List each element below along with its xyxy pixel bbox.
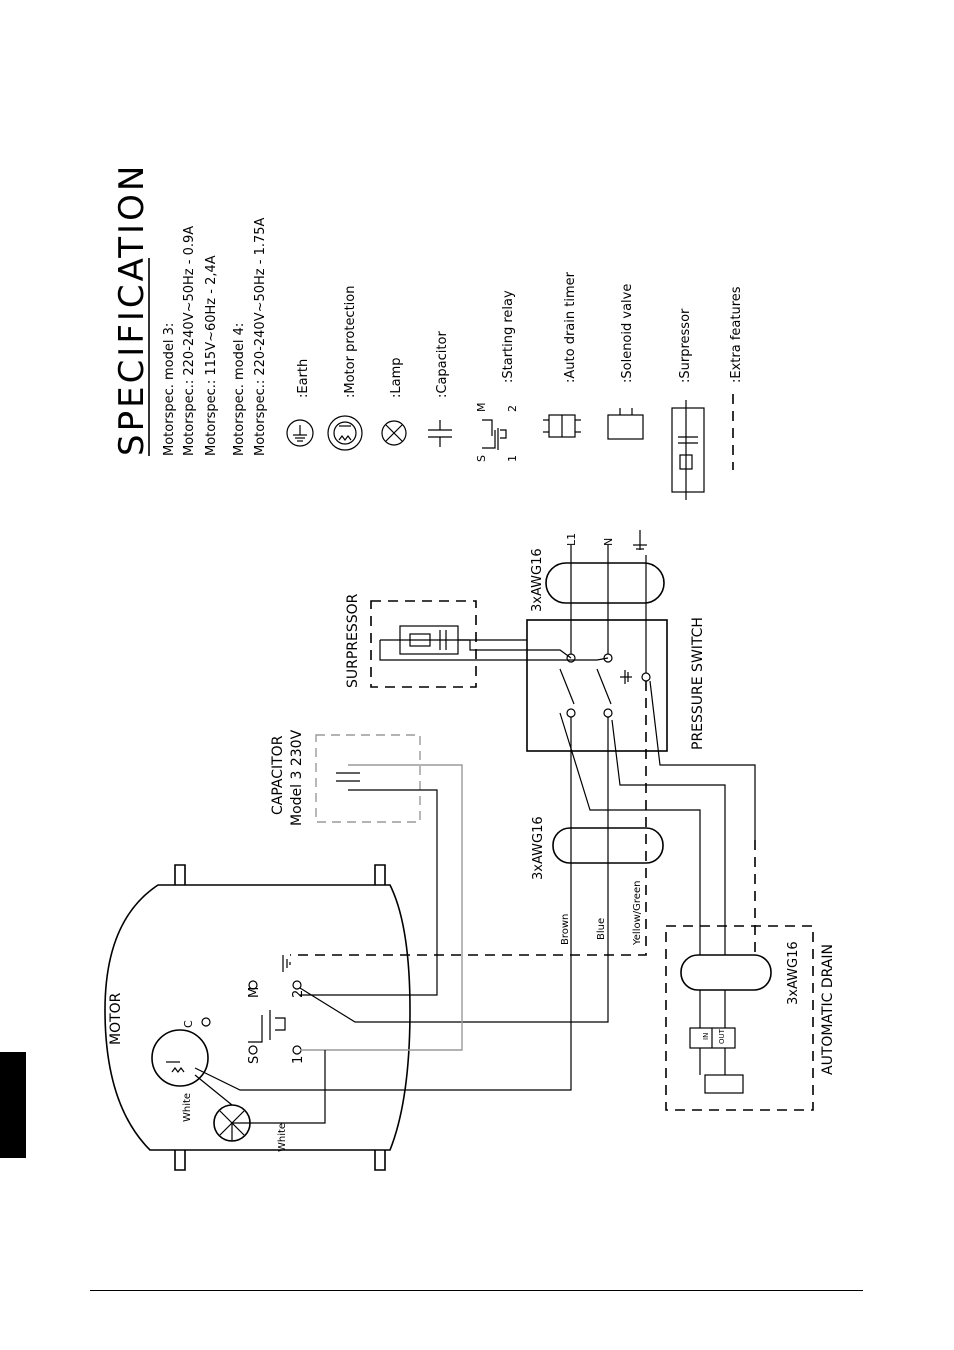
lamp-icon — [381, 420, 407, 446]
capacitor-icon — [428, 420, 452, 447]
capacitor-label: CAPACITOR — [270, 735, 286, 815]
motor-housing — [104, 884, 411, 1151]
solenoid-valve-icon — [607, 408, 644, 440]
motor: MOTOR C White White S M 1 2 — [104, 864, 411, 1171]
svg-text:OUT: OUT — [718, 1028, 726, 1044]
legend-label-solenoid-valve: :Solenoid valve — [620, 284, 635, 383]
drain-cable-label: 3xAWG16 — [786, 941, 801, 1005]
supply-cable: 3xAWG16 L1 N — [530, 530, 665, 673]
legend-label-lamp: :Lamp — [389, 357, 404, 398]
motor-feet — [174, 864, 386, 1171]
motor-earth-icon — [282, 955, 291, 972]
wire-label-brown: Brown — [560, 914, 571, 945]
starting-relay — [248, 980, 302, 1055]
surpressor-icon — [671, 400, 705, 500]
motor-spec-line-3: Motorspec.: 115V~60Hz - 2,4A — [204, 255, 219, 456]
supply-cable-label: 3xAWG16 — [530, 548, 545, 612]
wire-label-yellow-green: Yellow/Green — [632, 881, 643, 946]
svg-text:M: M — [475, 403, 488, 413]
surpressor-label: SURPRESSOR — [345, 593, 361, 688]
motor-protection-icon — [327, 415, 363, 451]
relay-m-label: M — [247, 987, 262, 998]
motor-spec-line-5: Motorspec.: 220-240V~50Hz - 1.75A — [253, 217, 268, 456]
wire-label-white-2: White — [277, 1123, 288, 1152]
legend-label-auto-drain-timer: :Auto drain timer — [563, 271, 578, 383]
specification-title: SPECIFICATION — [112, 163, 152, 456]
earth-icon — [286, 419, 314, 447]
footer-rule — [90, 1290, 863, 1291]
solenoid-valve — [704, 1074, 744, 1094]
legend-label-extra-features: :Extra features — [729, 286, 744, 383]
relay-1-label: 1 — [291, 1056, 306, 1064]
auto-drain-timer: IN OUT — [689, 1027, 736, 1049]
wire-label-blue: Blue — [596, 918, 607, 940]
switch-earth-icon — [620, 670, 632, 684]
supply-l1-label: L1 — [565, 533, 578, 546]
supply-n-label: N — [602, 538, 615, 546]
surpressor-box: SURPRESSOR — [345, 593, 477, 688]
section-tab — [0, 1052, 26, 1158]
svg-text:2: 2 — [506, 405, 519, 412]
legend-label-capacitor: :Capacitor — [435, 331, 450, 398]
starting-relay-icon: S M 1 2 — [475, 403, 519, 463]
relay-2-label: 2 — [291, 990, 306, 998]
wiring — [194, 639, 756, 1141]
svg-text:IN: IN — [702, 1033, 710, 1040]
pressure-switch-label: PRESSURE SWITCH — [690, 617, 706, 750]
capacitor-box: CAPACITOR Model 3 230V — [270, 729, 421, 826]
capacitor-model-label: Model 3 230V — [289, 729, 305, 826]
motor-spec-line-4: Motorspec. model 4: — [232, 323, 247, 456]
legend-label-surpressor: :Surpressor — [678, 308, 693, 383]
automatic-drain-label: AUTOMATIC DRAIN — [820, 944, 836, 1075]
motor-spec-line-1: Motorspec. model 3: — [162, 323, 177, 456]
wire-label-white-1: White — [182, 1093, 193, 1122]
svg-text:1: 1 — [506, 455, 519, 462]
automatic-drain-box: AUTOMATIC DRAIN 3xAWG16 IN OUT — [665, 925, 836, 1111]
relay-s-label: S — [247, 1056, 262, 1064]
motor-cable-label: 3xAWG16 — [531, 816, 546, 880]
motor-winding-icon — [151, 1017, 211, 1087]
legend-label-starting-relay: :Starting relay — [501, 290, 516, 383]
legend-label-motor-protection: :Motor protection — [343, 286, 358, 399]
svg-text:S: S — [475, 455, 488, 462]
auto-drain-timer-icon — [543, 414, 581, 438]
legend-label-earth: :Earth — [296, 359, 311, 398]
pressure-switch: PRESSURE SWITCH — [526, 617, 706, 752]
supply-earth-icon — [633, 530, 647, 550]
specification-block: SPECIFICATION Motorspec. model 3: Motors… — [112, 163, 744, 500]
motor-c-terminal: C — [182, 1020, 195, 1028]
motor-cable: 3xAWG16 Brown Blue Yellow/Green — [531, 816, 664, 946]
motor-label: MOTOR — [108, 992, 124, 1045]
motor-spec-line-2: Motorspec.: 220-240V~50Hz - 0.9A — [182, 226, 197, 456]
